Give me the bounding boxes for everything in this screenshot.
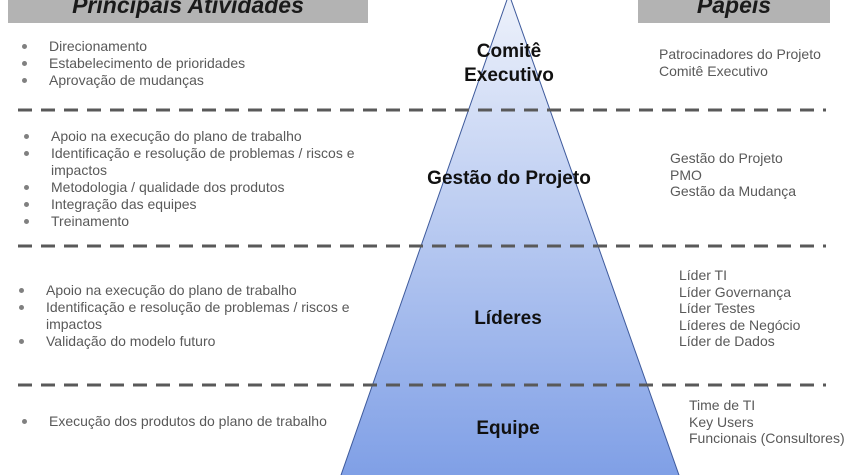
role-text: Líder de Dados [679, 333, 775, 349]
level-title-lideres: Líderes [408, 307, 608, 331]
list-item: Aprovação de mudanças [22, 72, 349, 89]
activities-list-gestao: Apoio na execução do plano de trabalho I… [24, 128, 381, 230]
role-text: Funcionais (Consultores) [689, 430, 845, 446]
level-title-equipe: Equipe [408, 417, 608, 441]
roles-list-gestao: Gestão do Projeto PMO Gestão da Mudança [670, 150, 796, 200]
activity-text: Direcionamento [49, 38, 148, 54]
activities-list-equipe: Execução dos produtos do plano de trabal… [22, 413, 359, 430]
level-title-line: Comitê [476, 41, 542, 62]
activity-text: Treinamento [51, 213, 130, 229]
activities-list-comite: Direcionamento Estabelecimento de priori… [22, 38, 349, 89]
level-title-gestao: Gestão do Projeto [389, 167, 629, 191]
activity-text: Metodologia / qualidade dos produtos [51, 179, 285, 195]
activity-text: Identificação e resolução de problemas /… [51, 145, 355, 178]
activity-text: Execução dos produtos do plano de trabal… [49, 413, 327, 429]
role-text: Líder Governança [679, 283, 792, 300]
bullet-icon [19, 339, 24, 344]
list-item: Metodologia / qualidade dos produtos [24, 179, 381, 196]
roles-list-comite: Patrocinadores do Projeto Comitê Executi… [659, 46, 821, 79]
activity-text: Apoio na execução do plano de trabalho [51, 128, 302, 144]
list-item: Integração das equipes [24, 196, 381, 213]
list-item: Identificação e resolução de problemas /… [24, 145, 381, 179]
role-text: Líderes de Negócio [679, 316, 801, 333]
bullet-icon [24, 219, 29, 224]
bullet-icon [24, 185, 29, 190]
list-item: Apoio na execução do plano de trabalho [24, 128, 381, 145]
role-text: Key Users [689, 413, 754, 430]
activities-header: Principais Atividades [8, 0, 368, 23]
list-item: Treinamento [24, 213, 381, 230]
role-text: Patrocinadores do Projeto [659, 46, 821, 62]
activity-text: Integração das equipes [51, 196, 197, 212]
roles-list-equipe: Time de TI Key Users Funcionais (Consult… [689, 397, 845, 447]
activity-text: Apoio na execução do plano de trabalho [46, 282, 297, 298]
role-text: Comitê Executivo [659, 62, 768, 79]
list-item: Apoio na execução do plano de trabalho [19, 282, 376, 299]
bullet-icon [22, 44, 27, 49]
activity-text: Estabelecimento de prioridades [49, 55, 246, 71]
roles-header: Papéis [638, 0, 830, 23]
level-title-line: Equipe [476, 418, 540, 439]
role-text: PMO [670, 166, 702, 183]
list-item: Execução dos produtos do plano de trabal… [22, 413, 359, 430]
bullet-icon [19, 288, 24, 293]
level-title-line: Líderes [474, 308, 542, 329]
bullet-icon [24, 202, 29, 207]
level-title-line: Executivo [464, 65, 554, 86]
role-text: Líder TI [679, 267, 727, 283]
list-item: Validação do modelo futuro [19, 333, 376, 350]
bullet-icon [24, 151, 29, 156]
level-title-line: Gestão do Projeto [427, 168, 591, 189]
activities-header-label: Principais Atividades [72, 0, 304, 18]
list-item: Identificação e resolução de problemas /… [19, 299, 376, 333]
list-item: Estabelecimento de prioridades [22, 55, 349, 72]
level-title-comite: Comitê Executivo [409, 40, 609, 88]
role-text: Time de TI [689, 397, 756, 413]
bullet-icon [22, 78, 27, 83]
bullet-icon [22, 419, 27, 424]
role-text: Gestão do Projeto [670, 150, 783, 166]
role-text: Líder Testes [679, 300, 756, 316]
bullet-icon [19, 305, 24, 310]
role-text: Gestão da Mudança [670, 183, 797, 199]
roles-list-lideres: Líder TI Líder Governança Líder Testes L… [679, 267, 800, 350]
activity-text: Aprovação de mudanças [49, 72, 204, 88]
bullet-icon [24, 134, 29, 139]
activity-text: Validação do modelo futuro [46, 333, 216, 349]
roles-header-label: Papéis [696, 0, 772, 18]
list-item: Direcionamento [22, 38, 349, 55]
bullet-icon [22, 61, 27, 66]
activity-text: Identificação e resolução de problemas /… [46, 299, 350, 332]
pyramid-shape [340, 0, 680, 475]
activities-list-lideres: Apoio na execução do plano de trabalho I… [19, 282, 376, 350]
